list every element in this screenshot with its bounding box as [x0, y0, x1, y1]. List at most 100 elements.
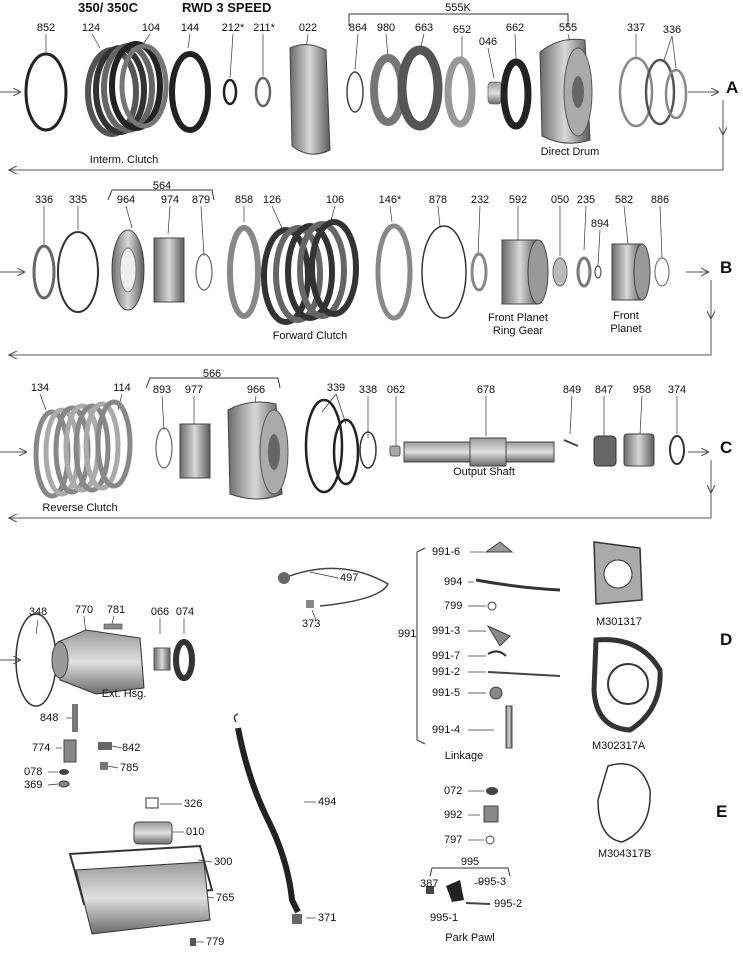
flow-lines — [0, 92, 723, 660]
bracket-566 — [145, 377, 281, 389]
row-a-artwork — [24, 38, 688, 155]
part-label: 582 — [614, 194, 634, 206]
part-label: 964 — [116, 194, 136, 206]
part-label: 781 — [106, 604, 126, 616]
part-label: 662 — [505, 22, 525, 34]
row-e-artwork — [68, 713, 302, 946]
reverse-clutch-pack — [33, 399, 133, 499]
caption-reverse-clutch: Reverse Clutch — [42, 502, 118, 514]
part-label: 995-1 — [430, 912, 459, 924]
type-title: RWD 3 SPEED — [182, 0, 272, 15]
reverse-drum — [227, 401, 289, 500]
part-label: 062 — [386, 384, 406, 396]
part-label: 774 — [32, 742, 51, 754]
bracket-995 — [429, 867, 511, 877]
part-label: 124 — [81, 22, 101, 34]
caption-ext-hsg: Ext. Hsg. — [101, 688, 147, 700]
gasket-label: M304317B — [598, 848, 652, 860]
part-label: 300 — [214, 856, 233, 868]
part-label: 066 — [150, 606, 170, 618]
part-label: 211* — [253, 22, 275, 34]
linkage-artwork — [475, 541, 561, 749]
leader-lines — [35, 33, 678, 943]
part-label: 991-2 — [432, 666, 461, 678]
part-label: 497 — [340, 572, 359, 584]
part-label: 995-2 — [494, 898, 523, 910]
part-label: 842 — [122, 742, 141, 754]
part-label: 894 — [590, 218, 610, 230]
row-letter-e: E — [716, 802, 728, 821]
park-pawl-artwork — [426, 787, 499, 905]
bracket-564 — [107, 189, 215, 201]
part-label: 114 — [113, 382, 131, 394]
part-label: 879 — [191, 194, 211, 206]
part-label: 555 — [558, 22, 578, 34]
part-label: 991-7 — [432, 650, 461, 662]
part-label: 494 — [318, 796, 337, 808]
part-label: 335 — [68, 194, 88, 206]
speedo-cable — [278, 567, 389, 608]
part-label: 336 — [662, 24, 682, 36]
part-label: 144 — [180, 22, 200, 34]
caption-output-shaft: Output Shaft — [453, 466, 515, 478]
part-label: 991-4 — [432, 724, 461, 736]
part-label: 336 — [34, 194, 54, 206]
part-label: 592 — [508, 194, 528, 206]
caption-front-planet-ring: Front Planet — [488, 312, 548, 324]
part-label: 232 — [470, 194, 490, 206]
part-label: 799 — [444, 600, 463, 612]
part-label: 326 — [184, 798, 203, 810]
part-label: 864 — [348, 22, 368, 34]
band-022 — [289, 44, 331, 155]
row-letter-b: B — [720, 258, 733, 277]
part-label: 991-6 — [432, 546, 461, 558]
forward-clutch-pack — [261, 219, 359, 325]
caption-direct-drum: Direct Drum — [540, 146, 600, 158]
part-label: 992 — [444, 809, 463, 821]
caption-planet: Planet — [610, 323, 642, 335]
part-label: 072 — [444, 785, 463, 797]
flow-return-b — [8, 280, 712, 356]
pan-gasket — [68, 844, 214, 906]
caption-ring-gear: Ring Gear — [492, 325, 544, 337]
part-label: 974 — [160, 194, 180, 206]
caption-interm-clutch: Interm. Clutch — [89, 154, 159, 166]
part-label: 847 — [594, 384, 614, 396]
part-label: 785 — [120, 762, 139, 774]
group-brackets — [107, 13, 569, 877]
part-label: 878 — [428, 194, 448, 206]
part-label: 146* — [378, 194, 402, 206]
part-label: 652 — [452, 24, 472, 36]
part-label: 050 — [550, 194, 570, 206]
part-label: 995-3 — [478, 876, 507, 888]
part-label: 046 — [478, 36, 498, 48]
extension-housing — [51, 629, 145, 695]
row-letter-c: C — [720, 438, 733, 457]
part-label: 373 — [302, 618, 321, 630]
part-label: 678 — [476, 384, 496, 396]
part-label: 078 — [24, 766, 43, 778]
caption-linkage: Linkage — [444, 750, 484, 762]
group-label: 555K — [445, 2, 471, 14]
part-label: 212* — [221, 22, 245, 34]
front-planet — [611, 243, 651, 301]
row-d-artwork — [15, 567, 389, 788]
part-label: 106 — [325, 194, 345, 206]
oil-pan — [75, 861, 211, 935]
part-label: 348 — [28, 606, 48, 618]
part-label: 994 — [444, 576, 463, 588]
part-label: 980 — [376, 22, 396, 34]
interm-clutch-pack — [85, 41, 169, 137]
part-label: 893 — [152, 384, 172, 396]
part-label: 991-5 — [432, 687, 461, 699]
row-c-artwork — [33, 398, 685, 500]
part-label: 779 — [206, 936, 225, 948]
caption-forward-clutch: Forward Clutch — [272, 330, 348, 342]
part-label: 338 — [358, 384, 378, 396]
part-label: 126 — [262, 194, 282, 206]
part-label: 991-3 — [432, 625, 461, 637]
part-label: 797 — [444, 834, 463, 846]
part-label: 235 — [576, 194, 596, 206]
part-label: 958 — [632, 384, 652, 396]
